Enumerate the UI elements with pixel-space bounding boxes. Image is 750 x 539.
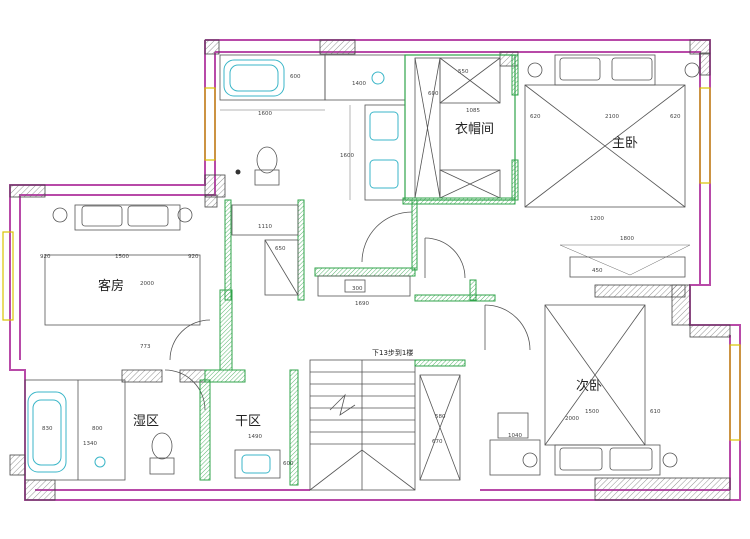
dim-master-d: 1800: [620, 236, 634, 242]
bottom-bathroom: 830 800 1340 湿区 干区 1490 600: [24, 369, 299, 486]
hatched-columns: [9, 39, 731, 501]
dim-master-f: 1200: [590, 216, 604, 222]
dim-wet-a: 830: [42, 426, 53, 432]
dim-guest-d: 2000: [140, 281, 154, 287]
dim-second-b: 610: [650, 409, 661, 415]
hallway: 1110 650 300 1690: [219, 199, 531, 371]
dim-master-e: 450: [592, 268, 603, 274]
room-label-master-bedroom: 主卧: [612, 136, 638, 151]
dim-wet-c: 1340: [83, 441, 97, 447]
dim-hall-b: 650: [275, 246, 286, 252]
guest-room: 920 1500 920 2000 773 客房: [40, 204, 211, 361]
dim-dry-a: 1490: [248, 434, 262, 440]
dim-stair-a: 670: [432, 439, 443, 445]
dim-guest-c: 920: [188, 254, 199, 260]
dim-hall-a: 1110: [258, 224, 272, 230]
dim-guest-b: 1500: [115, 254, 129, 260]
dim-wet-b: 800: [92, 426, 103, 432]
dim-dry-b: 600: [283, 461, 294, 467]
room-label-wet-area: 湿区: [133, 414, 159, 429]
staircase: 下13步到1楼 670 580: [309, 348, 466, 491]
second-bedroom: 1500 610 2000 1040 次卧: [489, 304, 678, 476]
dim-guest-e: 773: [140, 344, 151, 350]
dim-bath-top-a: 600: [290, 74, 301, 80]
dim-master-c: 620: [670, 114, 681, 120]
stair-note: 下13步到1楼: [372, 348, 413, 357]
room-label-guest-room: 客房: [98, 278, 124, 294]
dim-guest-a: 920: [40, 254, 51, 260]
room-label-dry-area: 干区: [235, 414, 261, 429]
dim-master-b: 2100: [605, 114, 619, 120]
dim-hall-d: 300: [352, 286, 363, 292]
dim-second-d: 1040: [508, 433, 522, 439]
dim-closet-a: 550: [458, 69, 469, 75]
room-label-second-bedroom: 次卧: [576, 378, 602, 394]
master-bedroom: 620 2100 620 1800 450 1200 主卧: [524, 54, 700, 278]
top-bathroom: 1600 600 1400 1600: [219, 54, 406, 201]
dim-second-a: 1500: [585, 409, 599, 415]
walkin-closet: 550 1085 600 衣帽间: [402, 54, 519, 205]
dim-stair-b: 580: [435, 414, 446, 420]
room-label-walkin-closet: 衣帽间: [455, 121, 494, 137]
dim-closet-c: 600: [428, 91, 439, 97]
dim-second-c: 2000: [565, 416, 579, 422]
dim-closet-b: 1085: [466, 108, 480, 114]
dim-hall-c: 1690: [355, 301, 369, 307]
dim-bath-top-width: 1600: [258, 111, 272, 117]
dim-master-a: 620: [530, 114, 541, 120]
dim-vanity-h: 1600: [340, 153, 354, 159]
dim-bath-top-b: 1400: [352, 81, 366, 87]
